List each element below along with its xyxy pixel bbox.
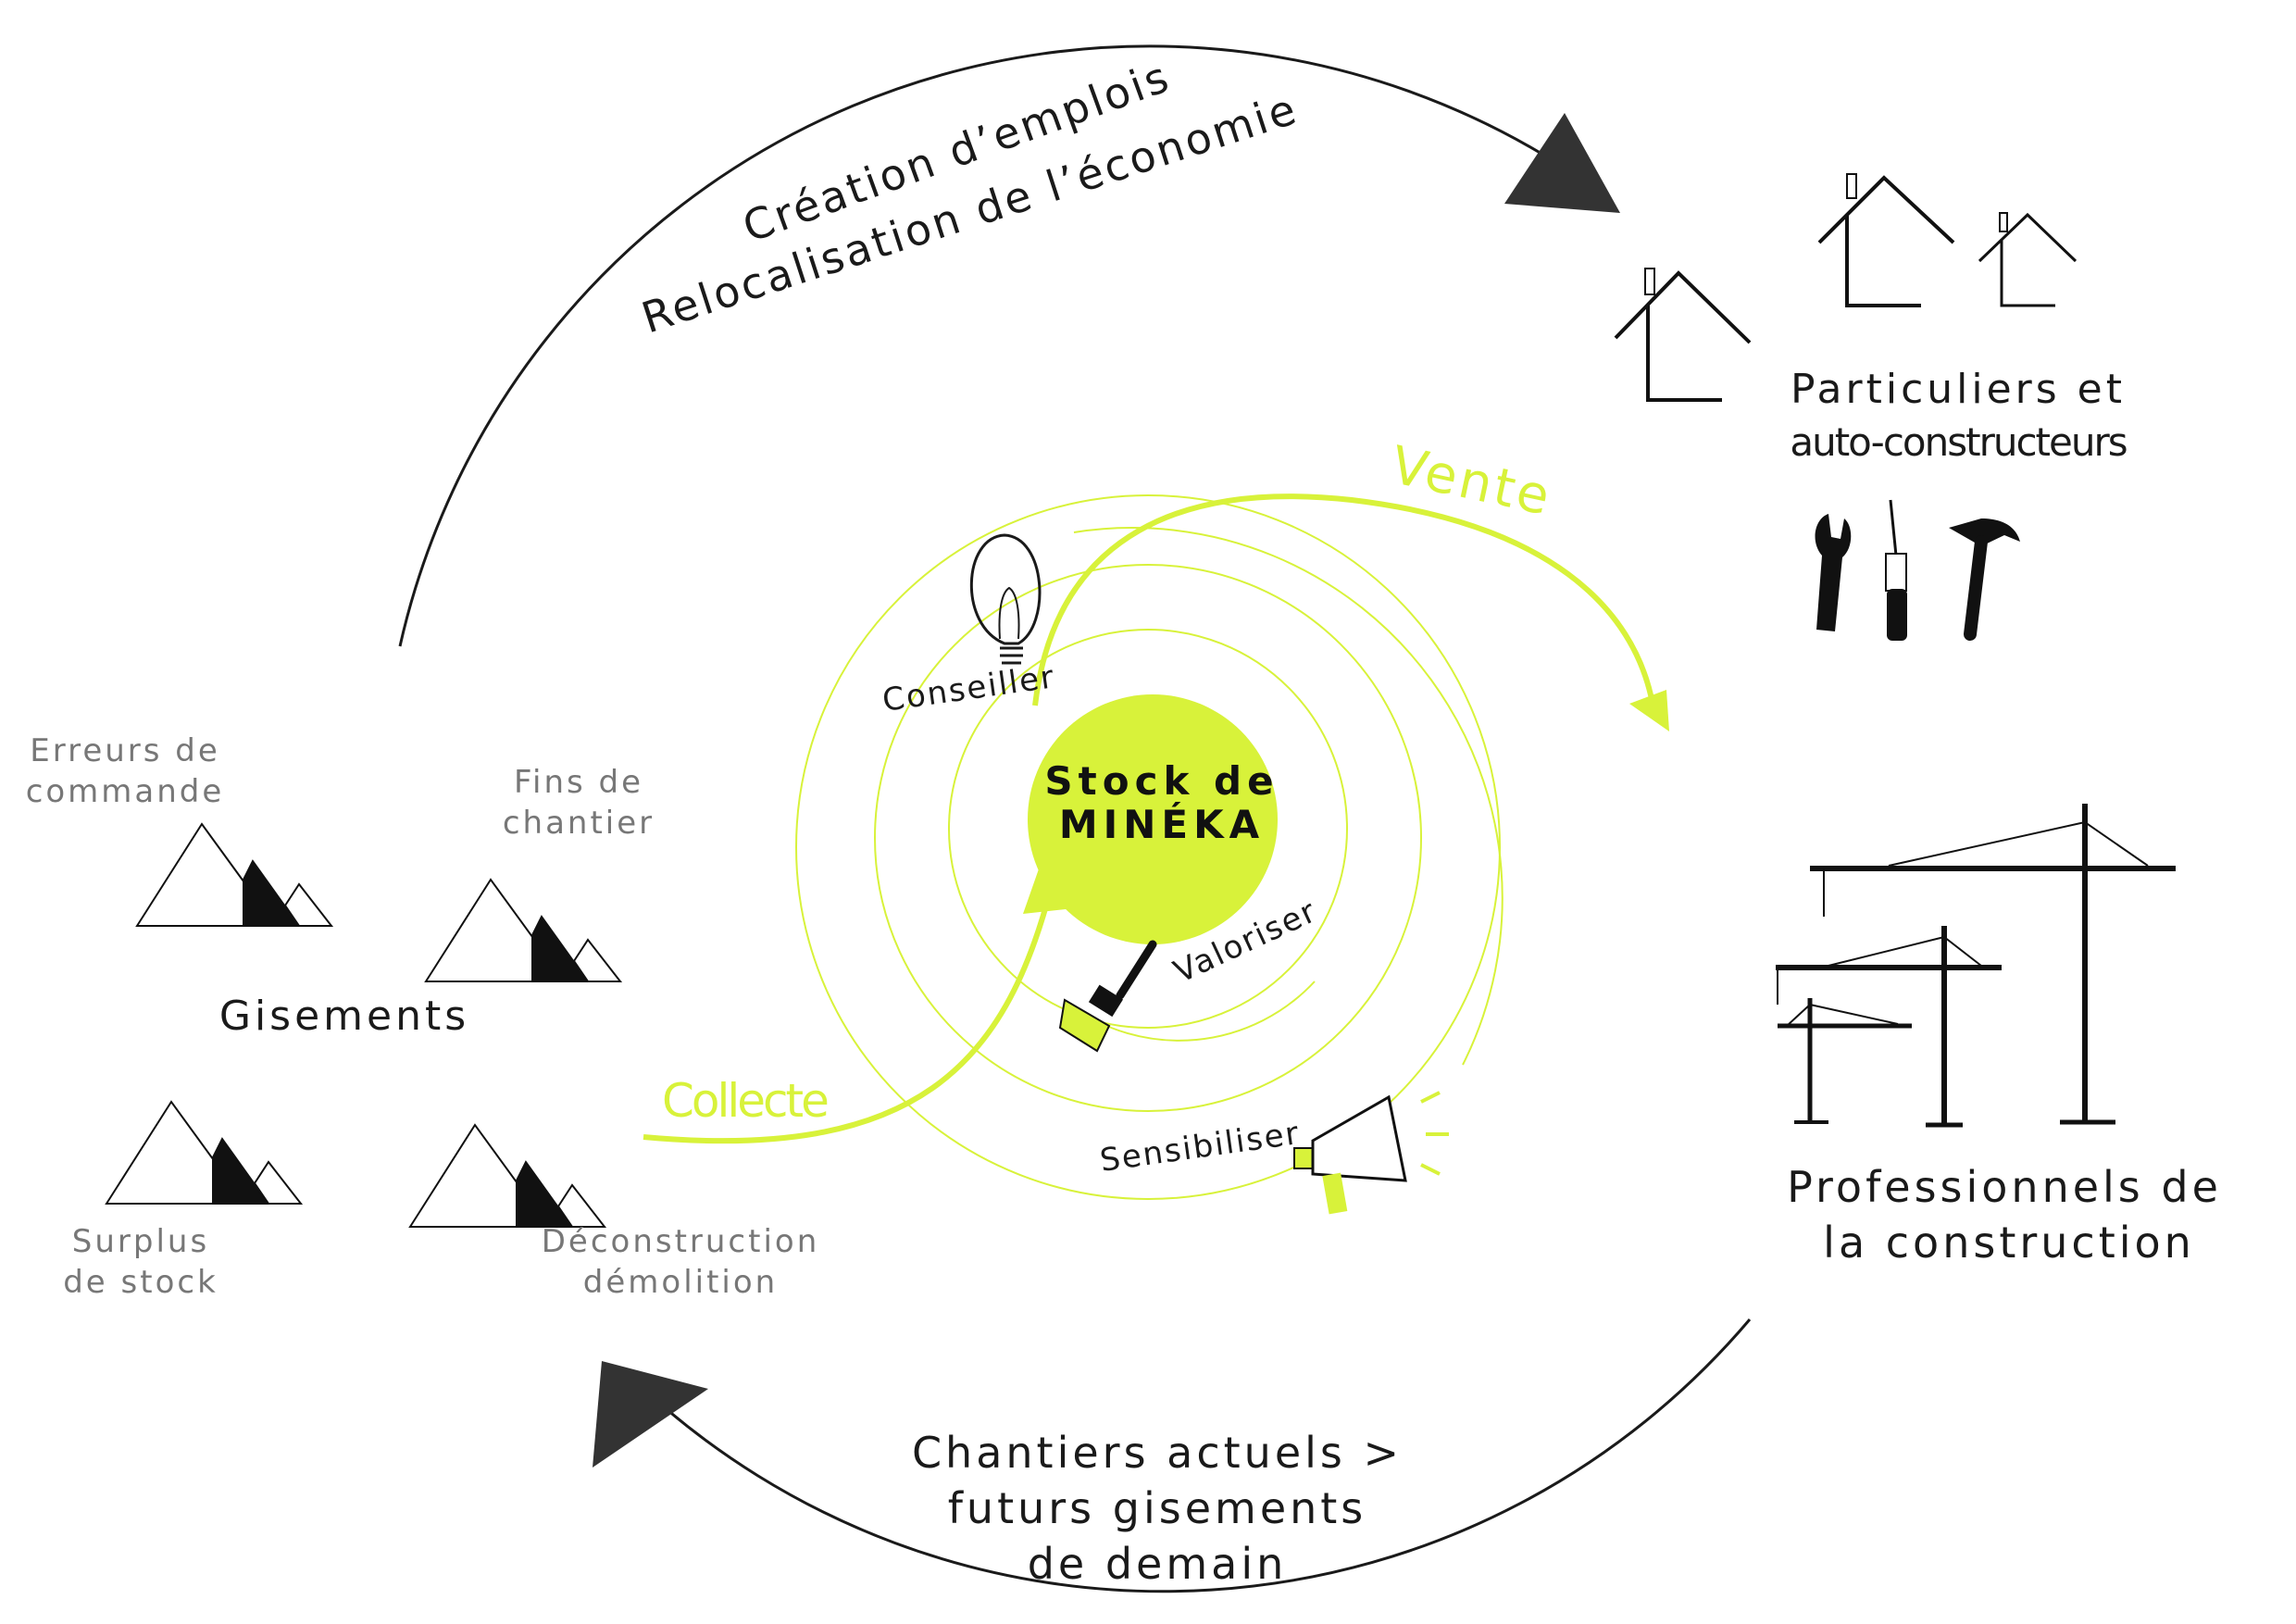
particuliers-line-2: auto-constructeurs	[1790, 419, 2126, 465]
collecte-flow	[643, 888, 1054, 1144]
ring-outer	[795, 494, 1501, 1200]
megaphone-icon	[1293, 1091, 1449, 1215]
deconstruction-line-2: démolition	[583, 1264, 778, 1301]
surplus-line-1: Surplus	[72, 1223, 209, 1260]
mountain-icon	[135, 822, 334, 927]
erreurs-line-1: Erreurs de	[30, 732, 220, 769]
vente-arrow-head	[1629, 690, 1669, 731]
stock-title-line-2: MINÉKA	[1059, 801, 1265, 847]
house-icon	[1817, 173, 1955, 307]
outer-arc-top	[398, 44, 1556, 647]
gisements-title: Gisements	[219, 993, 469, 1040]
professionnels-line-1: Professionnels de	[1787, 1162, 2222, 1212]
vente-flow	[1032, 493, 1655, 706]
sensibiliser-label: Sensibiliser	[1098, 1115, 1303, 1180]
vente-label: Vente	[1386, 435, 1557, 528]
paintbrush-icon	[1058, 940, 1157, 1053]
collecte-label: Collecte	[662, 1074, 828, 1128]
bottom-arc-line-2: futurs gisements	[948, 1483, 1367, 1533]
deconstruction-line-1: Déconstruction	[542, 1223, 820, 1260]
conseiller-label: Conseiller	[880, 658, 1058, 719]
mountain-icon	[424, 878, 623, 982]
professionnels-line-2: la construction	[1823, 1218, 2195, 1268]
fins-line-1: Fins de	[514, 764, 643, 801]
stock-disc	[1028, 694, 1278, 944]
mountain-icon	[408, 1123, 607, 1228]
particuliers-line-1: Particuliers et	[1791, 366, 2126, 413]
surplus-line-2: de stock	[63, 1264, 218, 1301]
bottom-arc-line-3: de demain	[1028, 1539, 1288, 1589]
erreurs-line-2: commande	[26, 773, 225, 810]
crane-icon	[1778, 998, 1912, 1124]
fins-line-2: chantier	[503, 805, 655, 842]
ring-middle	[874, 564, 1422, 1112]
lightbulb-icon	[969, 533, 1042, 665]
arrow-head-top	[1504, 113, 1620, 213]
crane-icon	[1810, 804, 2176, 1125]
mountain-icon	[105, 1100, 304, 1205]
collecte-arrow-head	[1023, 861, 1083, 914]
stock-title-line-1: Stock de	[1044, 758, 1279, 804]
house-icon	[1978, 212, 2078, 307]
house-icon	[1614, 268, 1752, 402]
screwdriver-icon	[1885, 499, 1907, 641]
hammer-icon	[1949, 518, 2020, 641]
arrow-head-bottom	[593, 1361, 708, 1468]
outer-arc-bottom	[642, 1318, 1752, 1593]
crane-icon	[1776, 926, 2002, 1128]
bottom-arc-line-1: Chantiers actuels >	[912, 1428, 1403, 1478]
ring-partial-right	[1073, 527, 1504, 1066]
ring-inner	[948, 629, 1348, 1029]
wrench-icon	[1815, 514, 1852, 631]
